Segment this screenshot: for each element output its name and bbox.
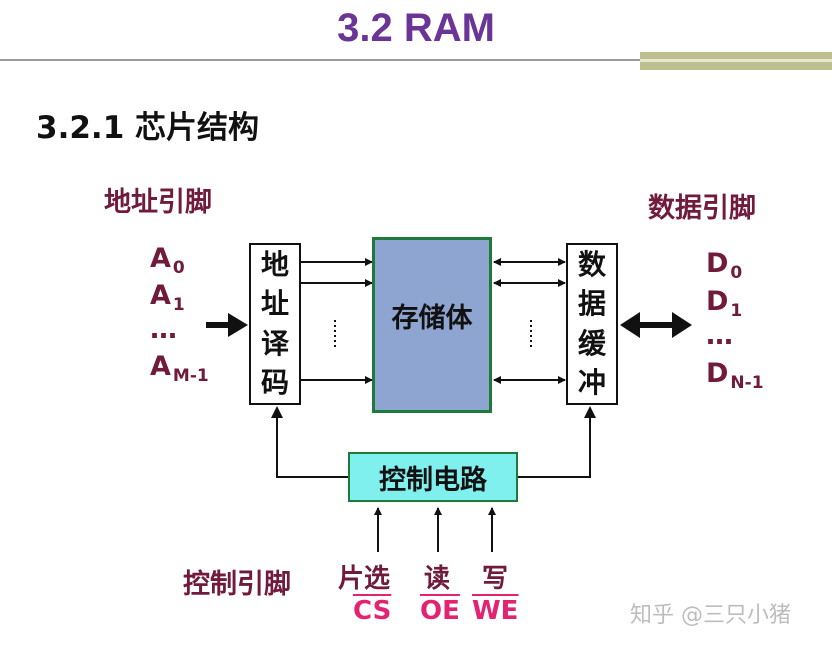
decoder-char: 地 bbox=[260, 247, 289, 281]
control-circuit-block: 控制电路 bbox=[348, 452, 518, 502]
memory-buffer-lines bbox=[493, 258, 566, 384]
address-pins-label: 地址引脚 bbox=[104, 187, 212, 218]
section-subtitle: 3.2.1 芯片结构 bbox=[36, 110, 260, 146]
chip-select-label: 片选 bbox=[338, 564, 391, 594]
address-input-arrow bbox=[206, 313, 248, 337]
decoder-char: 码 bbox=[260, 366, 289, 400]
data-pins-label: 数据引脚 bbox=[648, 193, 756, 224]
memory-array-label: 存储体 bbox=[391, 302, 473, 334]
data-pin-ellipsis: … bbox=[706, 320, 733, 351]
data-bus-arrow bbox=[620, 312, 692, 338]
data-buffer-block: 数 据 缓 冲 bbox=[566, 243, 618, 405]
write-label: 写 bbox=[482, 564, 509, 594]
address-pin-ellipsis: … bbox=[150, 314, 177, 345]
control-circuit-label: 控制电路 bbox=[379, 464, 487, 496]
page-title: 3.2 RAM bbox=[337, 6, 495, 50]
control-signal-arrows bbox=[374, 507, 496, 552]
decoder-char: 址 bbox=[260, 287, 289, 321]
read-label: 读 bbox=[424, 564, 451, 594]
oe-signal: OE bbox=[420, 596, 460, 626]
we-signal: WE bbox=[472, 596, 519, 626]
memory-array-block: 存储体 bbox=[372, 237, 492, 413]
buffer-char: 冲 bbox=[577, 366, 606, 400]
decoder-to-memory-lines bbox=[301, 258, 373, 384]
buffer-char: 数 bbox=[577, 247, 606, 281]
watermark: 知乎 @三只小猪 bbox=[630, 603, 791, 628]
buffer-char: 缓 bbox=[577, 326, 606, 360]
address-decoder-block: 地 址 译 码 bbox=[249, 243, 301, 405]
title-accent-line bbox=[640, 59, 832, 62]
control-pins-label: 控制引脚 bbox=[183, 569, 291, 600]
buffer-char: 据 bbox=[577, 287, 606, 321]
title-divider bbox=[0, 59, 640, 61]
decoder-char: 译 bbox=[260, 326, 289, 360]
cs-signal: CS bbox=[353, 596, 392, 626]
control-feedback-lines bbox=[271, 406, 596, 478]
